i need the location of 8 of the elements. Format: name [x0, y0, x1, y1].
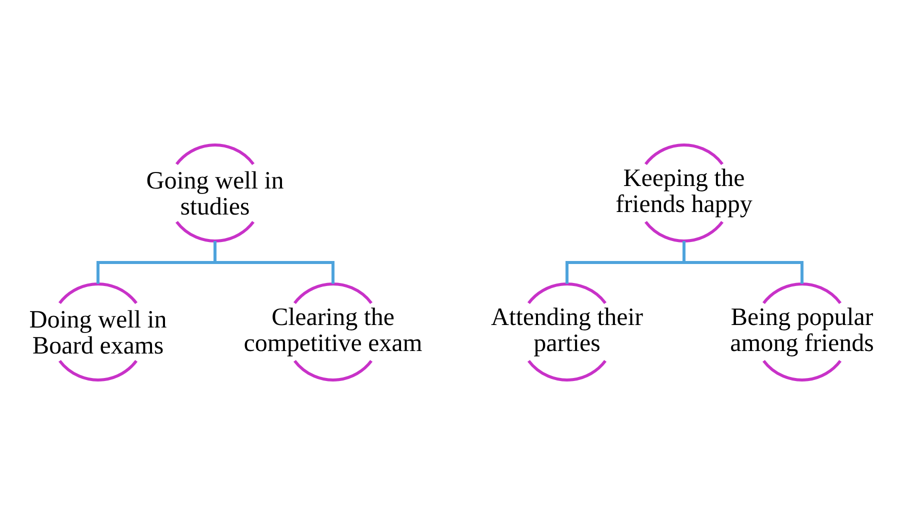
circle-node: Clearing the competitive exam — [244, 282, 422, 382]
circle-node: Attending their parties — [491, 282, 643, 382]
circle-node: Doing well in Board exams — [30, 282, 166, 382]
circle-node: Keeping the friends happy — [616, 144, 752, 242]
circle-node: Being popular among friends — [731, 282, 873, 382]
connector-line — [214, 241, 334, 284]
connector-line — [682, 241, 804, 284]
circle-node: Going well in studies — [147, 144, 284, 242]
